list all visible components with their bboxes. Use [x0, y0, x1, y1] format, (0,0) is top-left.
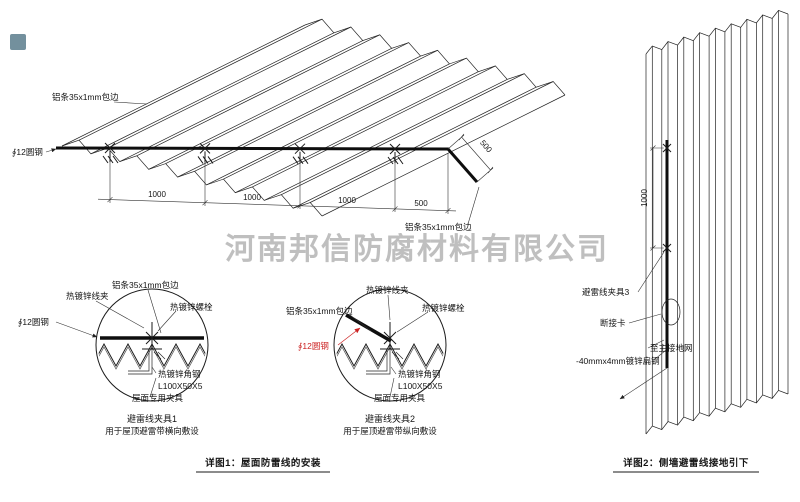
wall-top-profile-edge	[645, 9, 789, 55]
detail1-label-fixture: 屋面专用夹具	[132, 393, 184, 403]
detail1-leader-angle	[151, 366, 157, 374]
detail1-label-angle-spec: L100X50X5	[158, 381, 203, 391]
roof-rib-lines	[61, 18, 566, 217]
detail2-label-clip: 热镀锌线夹	[366, 285, 409, 295]
wall-dim-1000: 1000	[640, 189, 649, 207]
detail2-angle-steel	[366, 350, 404, 375]
detail2-title: 避雷线夹具2	[365, 413, 415, 424]
detail-view-2: 铝条35x1mm包边 热镀锌线夹 热镀锌螺栓 ∮12圆钢 热镀锌角钢 L100X…	[286, 285, 465, 436]
detail1-leader-bolt	[157, 310, 177, 332]
detail1-leader-round-steel	[55, 321, 98, 338]
detail2-wire-section	[345, 313, 392, 343]
detail2-label-round-steel: ∮12圆钢	[298, 341, 329, 351]
wire-clamp-4	[387, 143, 404, 165]
caption-fig1: 详图1：屋面防雷线的安装	[205, 457, 321, 469]
roof-dim-1000-3: 1000	[338, 196, 356, 205]
roof-front-profile-edge	[61, 139, 323, 217]
roof-dim-500-2: 500	[478, 138, 494, 154]
detail2-leader-angle	[390, 366, 397, 375]
wall-clamp-mark-1	[662, 143, 672, 153]
roof-label-alu-strip-top: 铝条35x1mm包边	[52, 92, 119, 102]
detail2-leader-bolt	[396, 311, 429, 333]
wall-elevation-view: 1000 避雷线夹具3 断接卡 至主接地网 -40mmx4mm镀锌扁钢	[576, 9, 789, 435]
detail2-label-alu: 铝条35x1mm包边	[286, 306, 353, 316]
wall-label-flat-steel: -40mmx4mm镀锌扁钢	[576, 356, 660, 366]
detail1-clamp-assembly	[142, 322, 162, 350]
detail2-label-angle-spec: L100X50X5	[398, 381, 443, 391]
caption-fig2: 详图2：侧墙避雷线接地引下	[623, 457, 749, 469]
leader-round-steel	[45, 148, 57, 153]
detail2-leader-fixture	[389, 377, 395, 398]
wall-dimension: 1000	[640, 145, 664, 251]
detail2-subtitle: 用于屋顶避雷带纵向敷设	[343, 426, 437, 436]
detail1-label-bolt: 热镀锌螺栓	[170, 302, 213, 312]
detail-view-1: 热镀锌线夹 铝条35x1mm包边 热镀锌螺栓 ∮12圆钢 热镀锌角钢 L100X…	[18, 280, 213, 436]
detail2-leader-round-steel	[337, 327, 361, 346]
company-watermark: 河南邦信防腐材料有限公司	[225, 233, 609, 266]
detail2-label-fixture: 屋面专用夹具	[374, 393, 426, 403]
detail2-label-bolt: 热镀锌螺栓	[422, 303, 465, 313]
detail2-label-angle: 热镀锌角钢	[398, 369, 441, 379]
roof-label-alu-strip-right: 铝条35x1mm包边	[405, 222, 472, 232]
detail1-leader-alu	[147, 289, 162, 334]
leader-wall-clamp	[637, 251, 665, 293]
roof-dim-1000-1: 1000	[148, 190, 166, 199]
disconnect-link-detail-circle	[661, 298, 681, 326]
detail1-leader-clip	[95, 300, 145, 329]
figure-captions: 详图1：屋面防雷线的安装 详图2：侧墙避雷线接地引下	[196, 457, 759, 473]
wall-label-clamp3: 避雷线夹具3	[582, 287, 630, 297]
detail1-label-round-steel: ∮12圆钢	[18, 317, 49, 327]
roof-dim-500-1: 500	[414, 199, 428, 208]
wall-rib-lines	[645, 10, 789, 434]
wire-clamp-1	[102, 142, 119, 164]
detail1-circle	[95, 288, 209, 402]
detail2-clamp-assembly	[380, 322, 400, 350]
wall-label-to-ground: 至主接地网	[650, 343, 693, 353]
leader-alu-right	[467, 186, 480, 225]
wall-clamp-mark-2	[662, 243, 672, 253]
detail1-label-angle: 热镀锌角钢	[158, 369, 201, 379]
leader-to-ground	[647, 339, 665, 349]
wall-bottom-profile-edge	[645, 389, 789, 435]
roof-dim-1000-2: 1000	[243, 193, 261, 202]
detail2-circle	[333, 288, 447, 402]
detail1-section	[98, 322, 206, 375]
wire-clamp-3	[292, 143, 309, 164]
wall-label-disconnect: 断接卡	[600, 318, 626, 328]
roof-dimension-chain: 1000 1000 1000 500	[97, 153, 457, 214]
roof-label-round-steel: ∮12圆钢	[12, 147, 43, 157]
detail2-section	[336, 313, 444, 375]
to-ground-arrow	[619, 367, 668, 400]
leader-flat-steel	[653, 349, 667, 361]
detail1-angle-steel	[128, 350, 166, 375]
detail1-title: 避雷线夹具1	[127, 413, 177, 424]
watermark-logo-icon	[10, 34, 26, 50]
roof-isometric-view: 1000 1000 1000 500 500 铝条35x1mm包边 ∮12圆钢 …	[12, 18, 566, 232]
detail1-label-clip: 热镀锌线夹	[66, 291, 109, 301]
detail2-leader-clip	[387, 294, 391, 321]
leader-alu-top	[113, 101, 148, 105]
detail1-subtitle: 用于屋顶避雷带横向敷设	[105, 426, 199, 436]
leader-disconnect	[628, 313, 662, 324]
detail1-label-alu: 铝条35x1mm包边	[112, 280, 179, 290]
detail1-leader-fixture	[149, 377, 157, 398]
detail2-leader-alu	[349, 314, 372, 332]
wire-clamp-2	[197, 143, 214, 164]
